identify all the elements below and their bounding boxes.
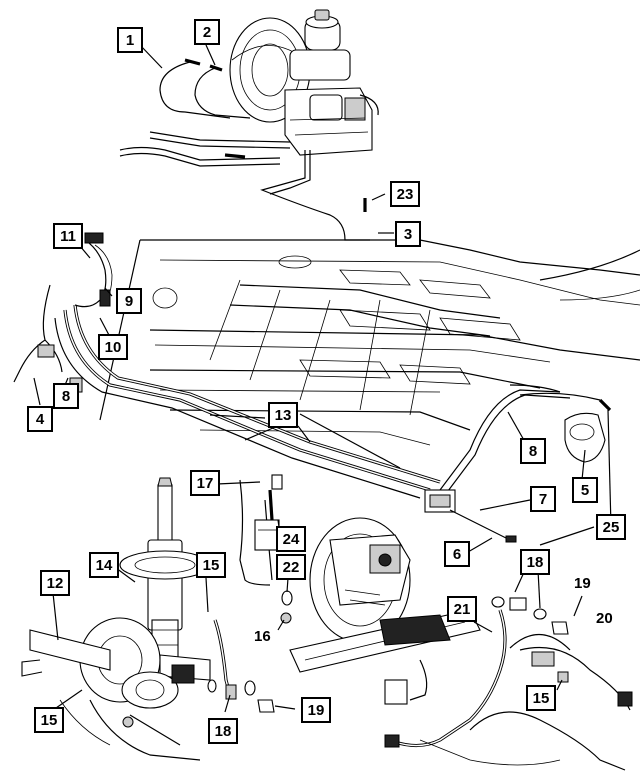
callout-17: 17: [190, 470, 220, 496]
callout-18-right: 18: [520, 549, 550, 575]
callout-18-left: 18: [208, 718, 238, 744]
callout-13: 13: [268, 402, 298, 428]
callout-6: 6: [444, 541, 470, 567]
vehicle-frame: [99, 239, 640, 446]
callout-15-front: 15: [196, 552, 226, 578]
brake-tubes-main: [54, 304, 571, 499]
leader-lines: [33, 44, 612, 713]
callout-15-lower-left: 15: [34, 707, 64, 733]
callout-22: 22: [276, 554, 306, 580]
callout-11: 11: [53, 223, 83, 249]
front-strut: [119, 477, 211, 661]
callout-8-right: 8: [520, 438, 546, 464]
label-20: 20: [596, 610, 613, 627]
callout-9: 9: [116, 288, 142, 314]
callout-14: 14: [89, 552, 119, 578]
callout-23: 23: [390, 181, 420, 207]
rear-brake-assembly: [309, 517, 411, 643]
label-19-right: 19: [574, 575, 591, 592]
label-16: 16: [254, 628, 271, 645]
callout-5: 5: [572, 477, 598, 503]
front-knuckle-hub: [21, 617, 211, 761]
master-cylinder: [289, 9, 351, 81]
callout-4: 4: [27, 406, 53, 432]
abs-module: [284, 87, 379, 156]
callout-10: 10: [98, 334, 128, 360]
callout-21: 21: [447, 596, 477, 622]
callout-2: 2: [194, 19, 220, 45]
callout-7: 7: [530, 486, 556, 512]
callout-8-left: 8: [53, 383, 79, 409]
callout-24: 24: [276, 526, 306, 552]
callout-12: 12: [40, 570, 70, 596]
callout-3: 3: [395, 221, 421, 247]
callout-25: 25: [596, 514, 626, 540]
callout-15-rear: 15: [526, 685, 556, 711]
callout-19-left: 19: [301, 697, 331, 723]
callout-1: 1: [117, 27, 143, 53]
